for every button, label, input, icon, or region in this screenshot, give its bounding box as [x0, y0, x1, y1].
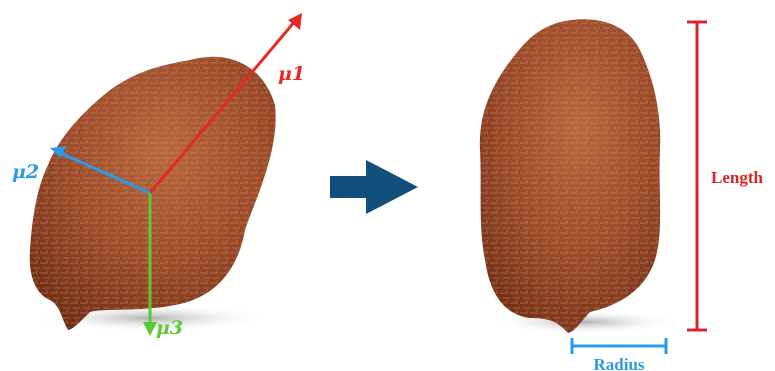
particle-original [30, 57, 276, 332]
radius-dimension: Radius [572, 338, 666, 371]
axis-mu3-label: μ3 [156, 317, 183, 339]
length-label: Length [711, 168, 764, 187]
axis-mu1-label: μ1 [278, 63, 305, 85]
transform-arrow-shaft [330, 176, 368, 198]
transform-arrow [330, 160, 418, 214]
radius-label: Radius [593, 355, 644, 371]
particle-aligned [480, 19, 680, 334]
length-dimension: Length [687, 22, 764, 330]
transform-arrow-head [366, 160, 418, 214]
axis-mu2-label: μ2 [12, 161, 39, 183]
